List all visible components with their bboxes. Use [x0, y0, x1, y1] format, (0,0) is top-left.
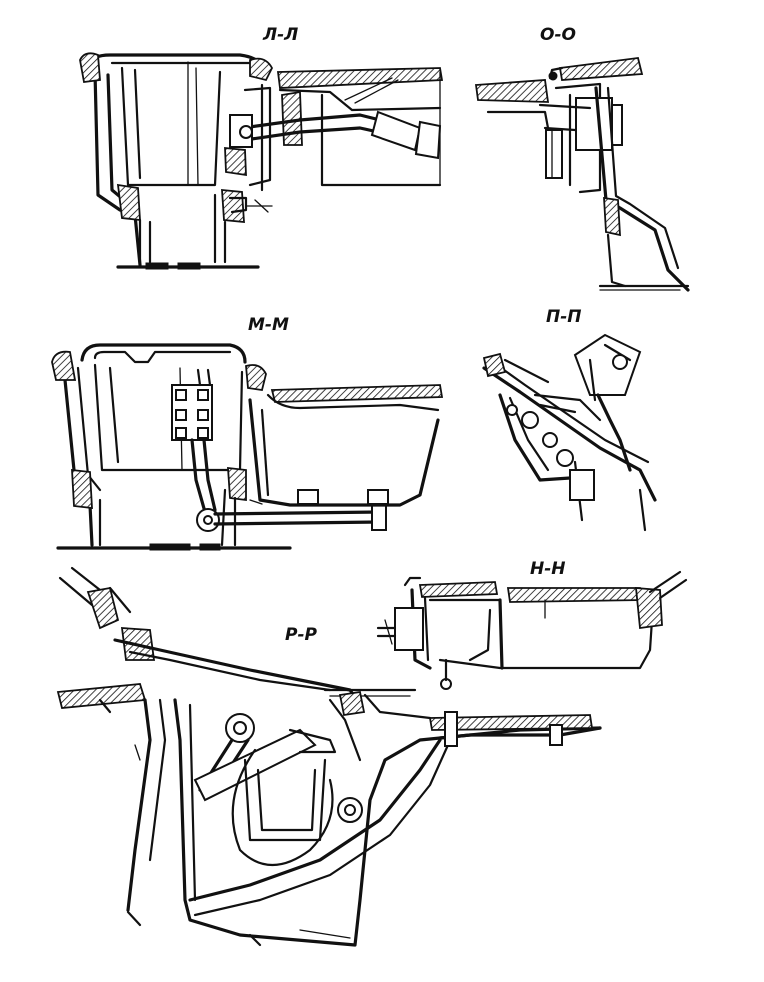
section-label-r-r: Р-Р — [285, 625, 318, 645]
section-label-l-l: Л-Л — [262, 25, 298, 45]
section-m-m-drawing: М-М — [51, 315, 444, 551]
section-label-n-n: Н-Н — [530, 559, 566, 579]
section-p-p-drawing: П-П — [482, 307, 657, 532]
section-l-l-drawing: Л-Л — [79, 25, 444, 270]
section-n-n-drawing: Н-Н — [376, 559, 688, 690]
section-label-p-p: П-П — [546, 307, 582, 327]
section-label-o-o: О-О — [540, 25, 576, 45]
section-o-o-drawing: О-О — [474, 25, 690, 292]
section-label-m-m: М-М — [248, 315, 289, 335]
section-r-r-drawing: Р-Р — [56, 566, 602, 947]
